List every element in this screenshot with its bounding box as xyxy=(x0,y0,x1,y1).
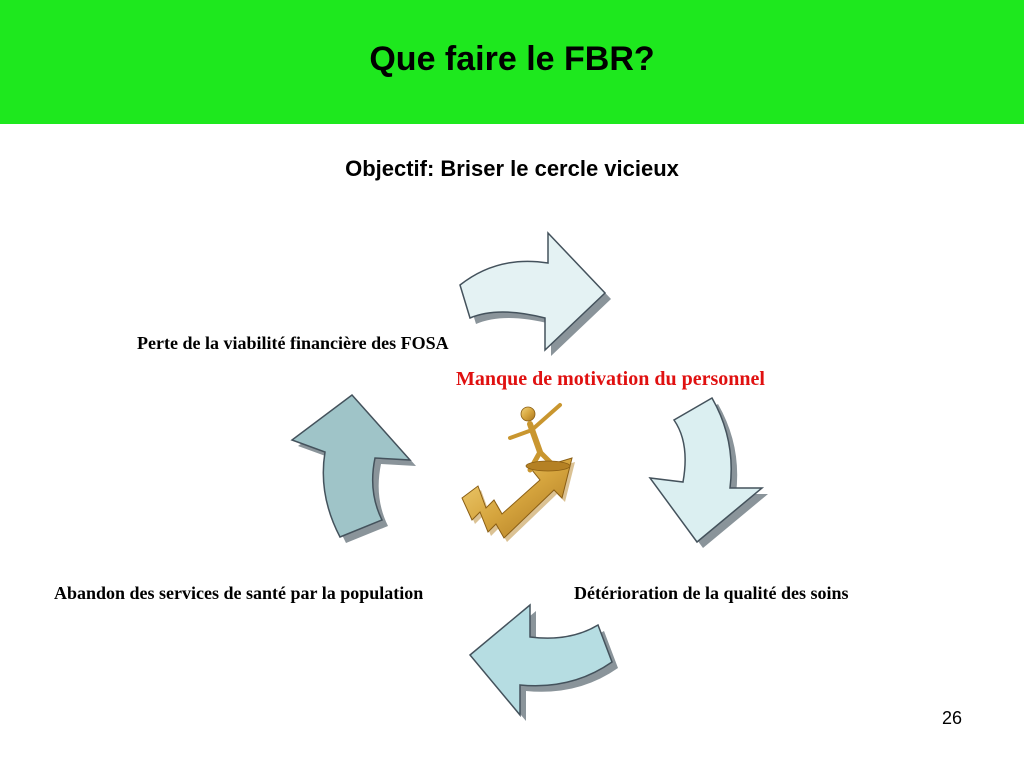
slide-title: Que faire le FBR? xyxy=(369,40,655,78)
page-number: 26 xyxy=(941,708,962,728)
cycle-arrow-right xyxy=(648,396,768,548)
cycle-arrow-top xyxy=(459,231,611,356)
figure-on-rising-arrow-icon xyxy=(461,403,575,542)
slide-subtitle: Objectif: Briser le cercle vicieux xyxy=(345,156,679,181)
slide-header xyxy=(0,0,1024,124)
cycle-step-financial: Perte de la viabilité financière des FOS… xyxy=(137,333,449,353)
cycle-step-quality: Détérioration de la qualité des soins xyxy=(574,583,849,603)
cycle-arrow-left xyxy=(290,393,416,543)
cycle-step-abandonment: Abandon des services de santé par la pop… xyxy=(54,583,424,603)
cycle-step-motivation: Manque de motivation du personnel xyxy=(456,368,765,390)
cycle-arrow-bottom xyxy=(468,603,618,721)
